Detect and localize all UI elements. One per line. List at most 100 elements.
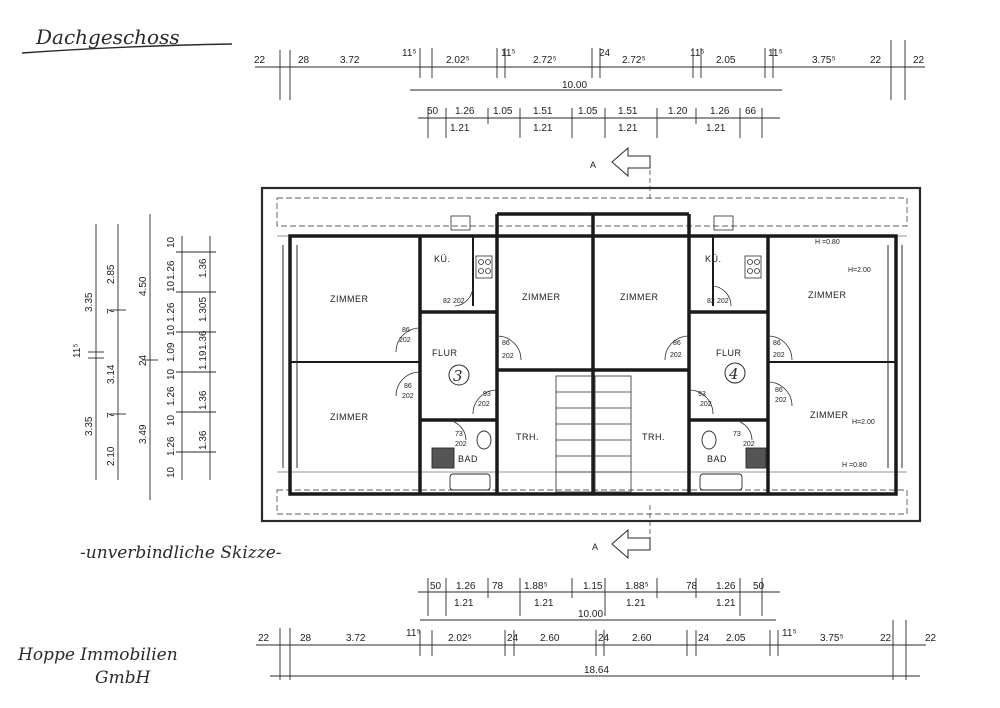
svg-text:1.51: 1.51: [533, 106, 553, 117]
svg-text:11⁵: 11⁵: [402, 48, 417, 59]
svg-text:82: 82: [707, 298, 715, 305]
room-label-flur-left: FLUR: [432, 348, 458, 358]
svg-text:2.85: 2.85: [106, 264, 117, 284]
svg-text:11⁵: 11⁵: [690, 48, 705, 59]
svg-text:202: 202: [502, 353, 514, 360]
drawing-title: Dachgeschoss: [35, 25, 180, 49]
room-label-zimmer-6: ZIMMER: [810, 410, 849, 420]
svg-text:11⁵: 11⁵: [501, 48, 516, 59]
section-marker-top: A: [590, 146, 651, 200]
svg-text:24: 24: [698, 633, 710, 644]
svg-text:202: 202: [455, 441, 467, 448]
dimension-chain-top: 22 28 3.72 11⁵ 2.02⁵ 11⁵ 2.72⁵ 24 2.72⁵ …: [254, 40, 925, 138]
svg-text:28: 28: [298, 55, 310, 66]
svg-text:1.36: 1.36: [198, 390, 209, 410]
svg-text:10: 10: [166, 280, 177, 292]
door-swings: [395, 285, 793, 441]
svg-text:82: 82: [443, 298, 451, 305]
svg-text:3.72: 3.72: [346, 633, 366, 644]
svg-text:1.36: 1.36: [198, 258, 209, 278]
svg-text:2.60: 2.60: [540, 633, 560, 644]
room-label-treppe-right: TRH.: [642, 432, 665, 442]
svg-text:1.21: 1.21: [454, 598, 474, 609]
svg-text:3.14: 3.14: [106, 364, 117, 384]
svg-text:3.72: 3.72: [340, 55, 360, 66]
svg-text:1.26: 1.26: [166, 302, 177, 322]
interior-walls: [288, 212, 898, 496]
svg-text:202: 202: [478, 401, 490, 408]
svg-text:1.51: 1.51: [618, 106, 638, 117]
svg-text:202: 202: [399, 337, 411, 344]
room-label-flur-right: FLUR: [716, 348, 742, 358]
sketch-note: -unverbindliche Skizze-: [80, 543, 282, 563]
svg-text:10: 10: [166, 324, 177, 336]
svg-text:78: 78: [492, 581, 504, 592]
svg-text:2.02⁵: 2.02⁵: [446, 55, 470, 66]
svg-text:A: A: [590, 160, 597, 170]
svg-text:86: 86: [673, 340, 681, 347]
svg-text:3.35: 3.35: [84, 292, 95, 312]
room-label-zimmer-4: ZIMMER: [620, 292, 659, 302]
svg-text:22: 22: [880, 633, 892, 644]
svg-text:11⁵: 11⁵: [406, 628, 421, 639]
svg-text:202: 202: [670, 352, 682, 359]
svg-text:202: 202: [743, 441, 755, 448]
svg-text:22: 22: [258, 633, 270, 644]
svg-text:50: 50: [427, 106, 439, 117]
kitchen-fixtures: [450, 215, 762, 279]
svg-text:1.05: 1.05: [578, 106, 598, 117]
svg-text:2.10: 2.10: [106, 446, 117, 466]
svg-text:24: 24: [598, 633, 610, 644]
dimension-labels-left: 3.35 11⁵ 3.35 2.85 7 3.14 7 2.10 4.50 24…: [72, 236, 209, 478]
svg-text:1.88⁵: 1.88⁵: [625, 581, 649, 592]
svg-text:86: 86: [404, 383, 412, 390]
svg-text:1.21: 1.21: [450, 123, 470, 134]
svg-text:2.60: 2.60: [632, 633, 652, 644]
svg-text:1.26: 1.26: [166, 386, 177, 406]
svg-text:202: 202: [775, 397, 787, 404]
svg-text:1.26: 1.26: [710, 106, 730, 117]
windows: [282, 245, 903, 468]
svg-text:73: 73: [455, 431, 463, 438]
svg-text:1.21: 1.21: [716, 598, 736, 609]
svg-text:1.21: 1.21: [618, 123, 638, 134]
svg-text:202: 202: [700, 401, 712, 408]
company-name-line1: Hoppe Immobilien: [17, 645, 178, 665]
unit-number-right: 4: [728, 365, 739, 383]
svg-text:1.20: 1.20: [668, 106, 688, 117]
svg-text:1.88⁵: 1.88⁵: [524, 581, 548, 592]
unit-number-left: 3: [453, 367, 463, 385]
svg-text:93: 93: [483, 391, 491, 398]
svg-text:24: 24: [507, 633, 519, 644]
height-label-200-top: H=2.00: [848, 267, 871, 274]
svg-text:2.72⁵: 2.72⁵: [622, 55, 646, 66]
svg-text:86: 86: [773, 340, 781, 347]
svg-text:7: 7: [106, 308, 117, 314]
room-label-zimmer-1: ZIMMER: [330, 294, 369, 304]
svg-text:4.50: 4.50: [138, 276, 149, 296]
room-label-zimmer-2: ZIMMER: [330, 412, 369, 422]
room-label-bad-left: BAD: [458, 454, 478, 464]
svg-text:1.19: 1.19: [198, 350, 209, 370]
staircase-right: [594, 375, 632, 493]
svg-text:1.21: 1.21: [706, 123, 726, 134]
svg-text:50: 50: [430, 581, 442, 592]
svg-text:10: 10: [166, 236, 177, 248]
height-label-080-bottom: H =0.80: [842, 462, 867, 469]
svg-text:1.26: 1.26: [456, 581, 476, 592]
room-label-kueche-left: KÜ.: [434, 254, 451, 264]
svg-text:2.72⁵: 2.72⁵: [533, 55, 557, 66]
svg-text:1.305: 1.305: [198, 297, 209, 322]
svg-text:11⁵: 11⁵: [72, 343, 83, 358]
svg-text:1.26: 1.26: [166, 260, 177, 280]
svg-text:1.26: 1.26: [716, 581, 736, 592]
bathroom-fixtures: [431, 430, 767, 491]
svg-text:22: 22: [254, 55, 266, 66]
svg-text:2.05: 2.05: [726, 633, 746, 644]
dimension-chain-left: [88, 214, 216, 500]
room-label-zimmer-3: ZIMMER: [522, 292, 561, 302]
section-marker-bottom: A: [592, 505, 651, 560]
svg-text:1.36: 1.36: [198, 430, 209, 450]
